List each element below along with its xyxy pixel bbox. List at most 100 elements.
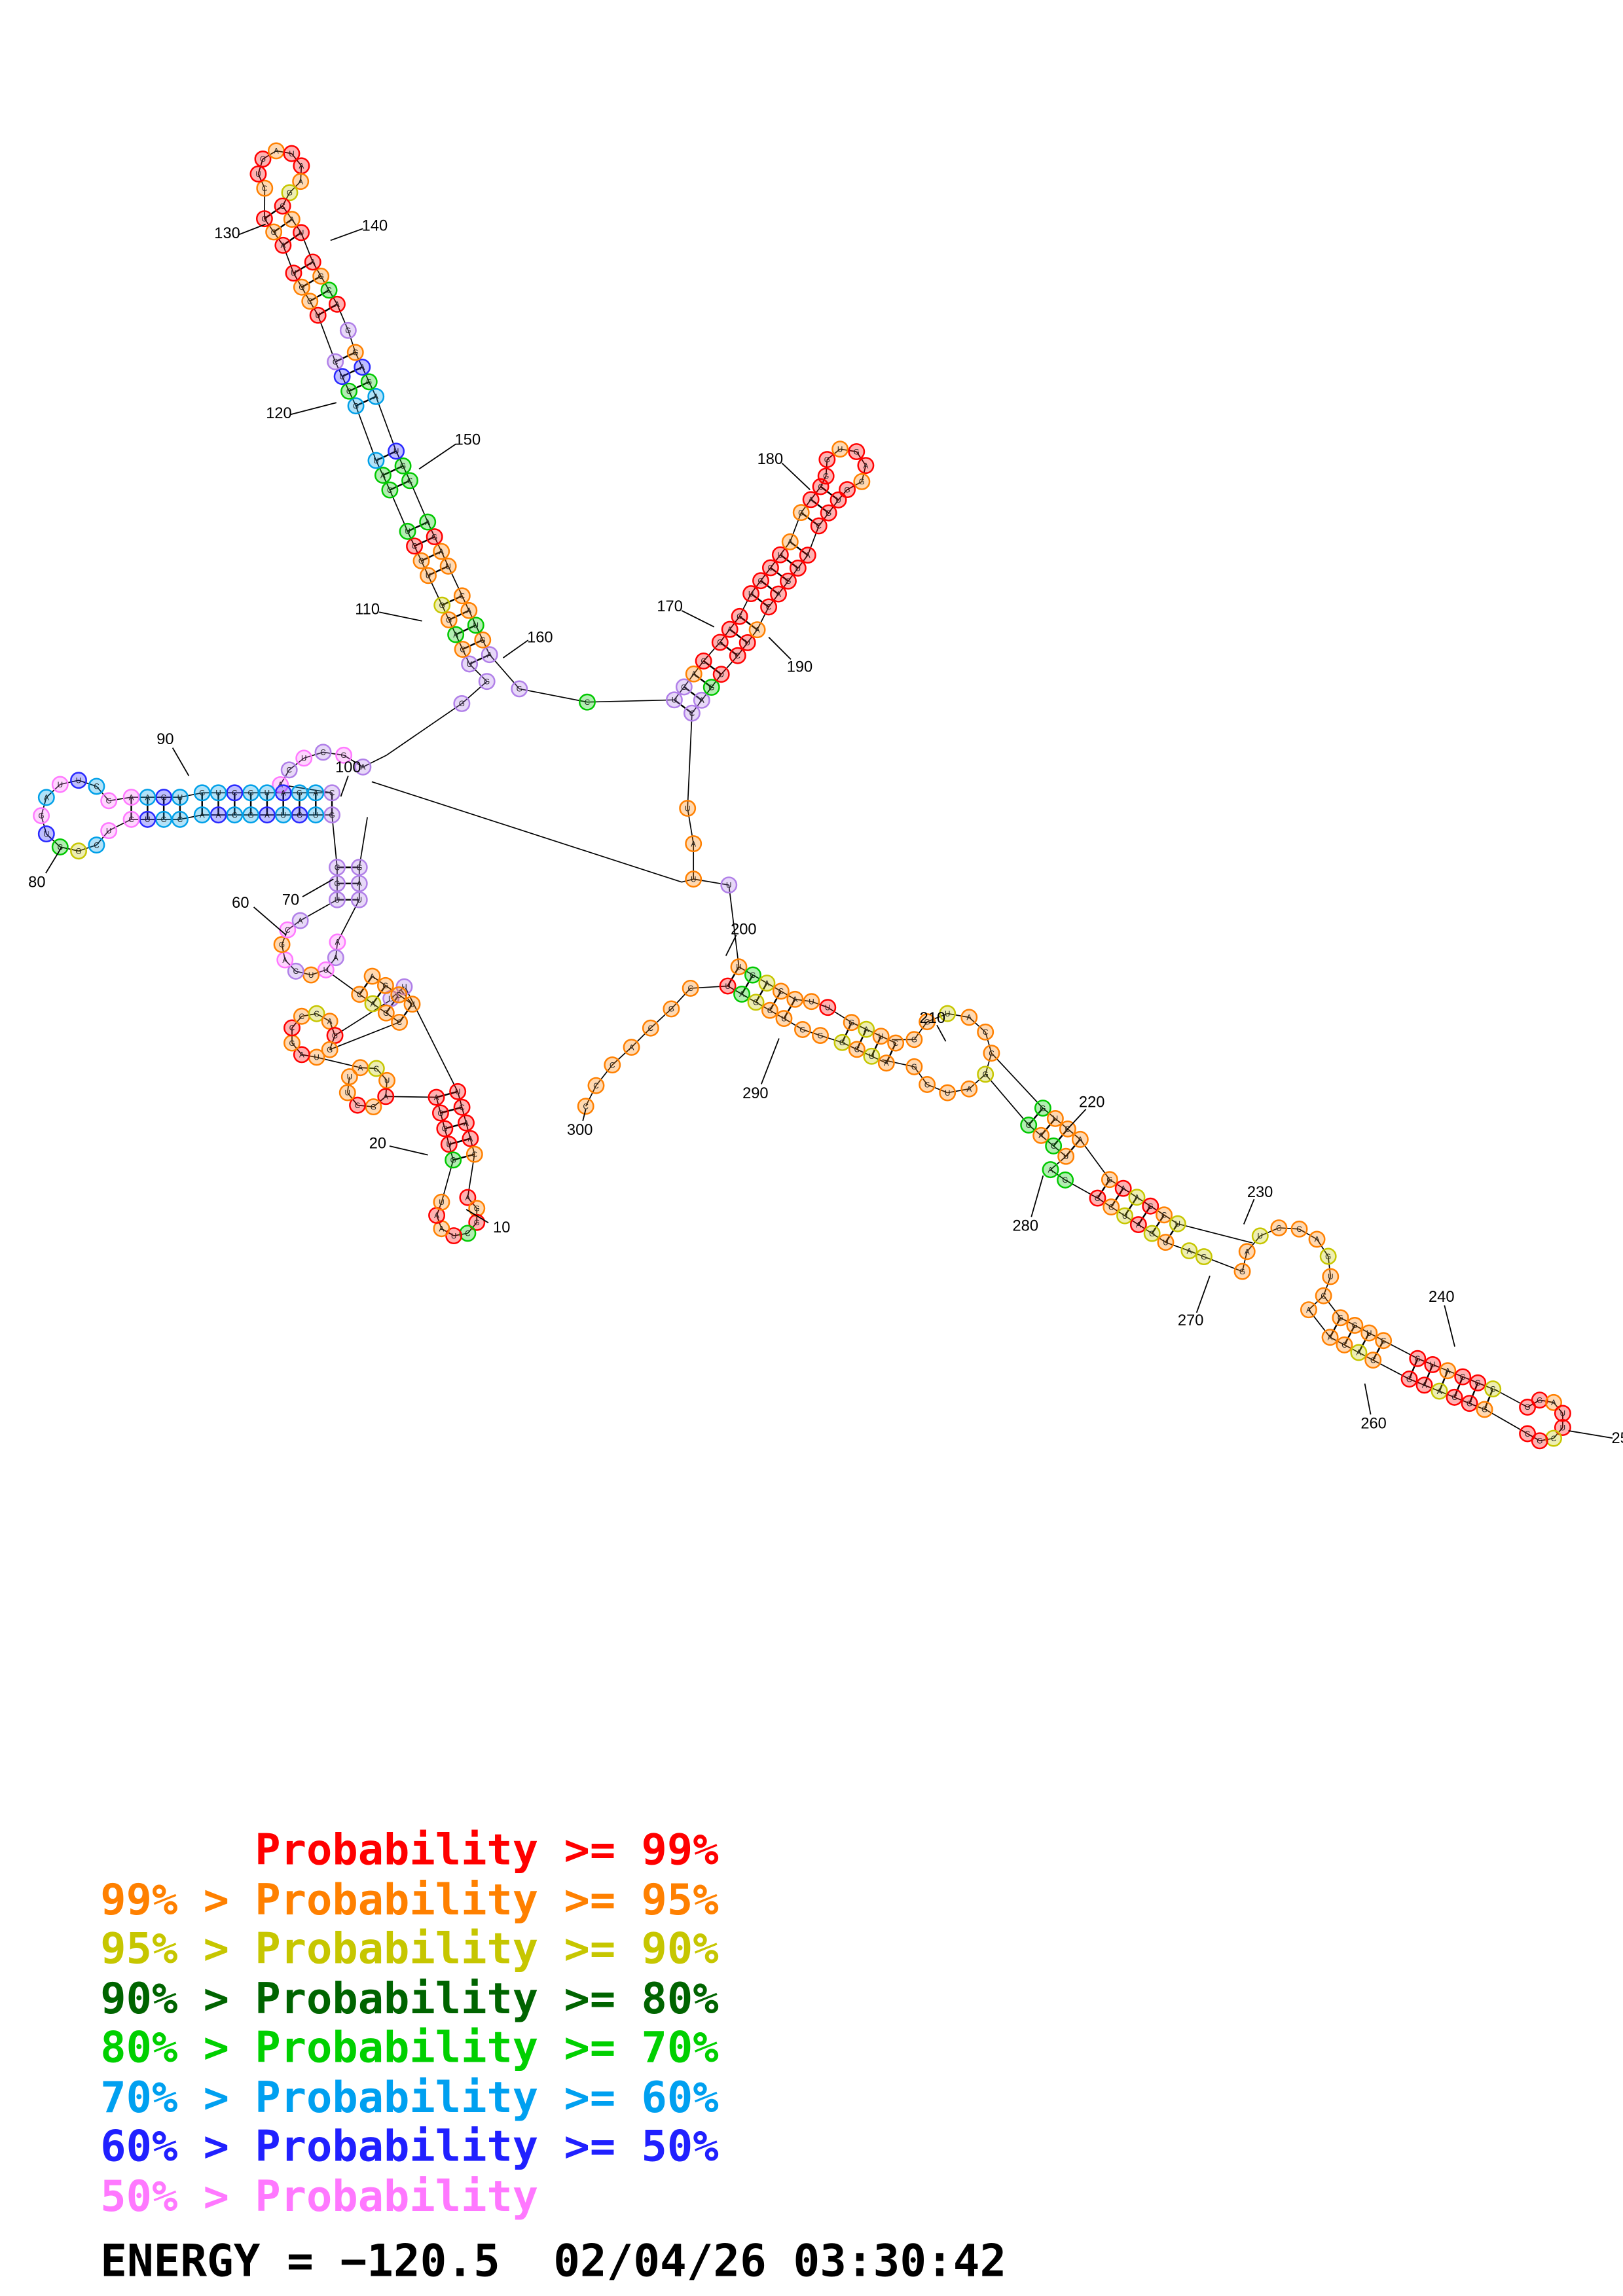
- base-letter: A: [380, 471, 386, 480]
- base-letter: G: [418, 557, 424, 565]
- base-letter: G: [260, 155, 266, 164]
- nucleotide: G: [511, 680, 528, 698]
- nucleotide: G: [436, 1120, 454, 1138]
- nucleotide: A: [447, 626, 465, 643]
- nucleotide: U: [789, 560, 807, 577]
- base-letter: A: [335, 939, 340, 947]
- base-letter: A: [44, 794, 49, 802]
- nucleotide: A: [748, 621, 766, 639]
- base-letter: C: [58, 843, 63, 852]
- base-letter: G: [924, 1018, 930, 1026]
- nucleotide: G: [905, 1031, 923, 1049]
- base-letter: A: [373, 393, 378, 401]
- position-label: 240: [1429, 1289, 1454, 1306]
- nucleotide: C: [454, 641, 471, 658]
- base-letter: G: [753, 999, 759, 1007]
- nucleotide: C: [327, 353, 344, 370]
- nucleotide: G: [335, 746, 353, 764]
- nucleotide: U: [1251, 1227, 1269, 1245]
- base-letter: G: [845, 486, 850, 494]
- nucleotide: C: [812, 478, 830, 495]
- position-label: 270: [1178, 1312, 1203, 1329]
- position-label: 60: [232, 895, 249, 912]
- base-letter: G: [681, 683, 687, 692]
- base-letter: C: [766, 603, 771, 612]
- nucleotide: U: [1424, 1355, 1442, 1373]
- nucleotide: C: [381, 481, 399, 499]
- nucleotide: U: [338, 1084, 356, 1102]
- base-letter: U: [685, 804, 690, 813]
- base-letter: A: [145, 793, 150, 802]
- base-letter: U: [315, 312, 320, 320]
- nucleotide: C: [604, 1056, 621, 1074]
- nucleotide: C: [453, 587, 471, 605]
- base-letter: G: [382, 982, 388, 990]
- base-letter: G: [1325, 1253, 1331, 1261]
- position-label: 170: [657, 598, 682, 615]
- nucleotide: U: [258, 784, 276, 802]
- label-leader-line: [936, 1024, 947, 1042]
- nucleotide: A: [1114, 1179, 1132, 1197]
- base-letter: A: [370, 973, 375, 981]
- label-leader-line: [781, 462, 811, 490]
- nucleotide: U: [433, 1193, 450, 1211]
- position-label: 150: [455, 431, 481, 448]
- label-leader-line: [238, 223, 266, 236]
- nucleotide: G: [323, 806, 341, 824]
- nucleotide: U: [739, 634, 756, 651]
- base-letter: G: [484, 677, 490, 686]
- base-letter: G: [459, 700, 465, 708]
- nucleotide: G: [752, 572, 769, 590]
- nucleotide: C: [977, 1023, 994, 1041]
- nucleotide: A: [462, 1130, 479, 1147]
- nucleotide: C: [459, 1225, 477, 1242]
- base-letter: U: [345, 1089, 350, 1098]
- base-letter: G: [1475, 1379, 1481, 1388]
- base-letter: G: [297, 789, 302, 798]
- base-letter: A: [465, 1194, 470, 1202]
- base-letter: A: [755, 626, 760, 634]
- nucleotide: A: [1128, 1189, 1146, 1206]
- base-letter: U: [473, 622, 479, 630]
- nucleotide: C: [1375, 1332, 1393, 1350]
- base-letter: G: [817, 1031, 823, 1040]
- base-letter: C: [285, 926, 290, 935]
- label-leader-line: [172, 747, 190, 776]
- nucleotide: A: [858, 1020, 875, 1038]
- nucleotide: C: [226, 806, 244, 824]
- nucleotide: G: [100, 792, 118, 810]
- base-letter: C: [459, 1103, 464, 1112]
- base-letter: A: [1328, 1333, 1333, 1342]
- nucleotide: C: [51, 838, 69, 855]
- base-letter: C: [387, 486, 392, 495]
- nucleotide: G: [747, 994, 765, 1011]
- nucleotide: G: [321, 1041, 338, 1058]
- nucleotide: C: [367, 1060, 385, 1077]
- base-letter: A: [765, 979, 770, 988]
- nucleotide: G: [376, 977, 394, 994]
- base-letter: G: [439, 601, 445, 610]
- nucleotide: G: [474, 631, 492, 649]
- nucleotide: C: [390, 986, 408, 1003]
- nucleotide: G: [1101, 1171, 1118, 1189]
- nucleotide: A: [459, 1189, 477, 1206]
- nucleotide: G: [242, 806, 260, 824]
- base-letter: U: [1560, 1410, 1565, 1418]
- base-letter: A: [335, 300, 340, 309]
- base-letter: G: [39, 812, 45, 821]
- base-letter: G: [442, 1125, 448, 1134]
- nucleotide: A: [354, 758, 372, 776]
- base-letter: G: [345, 327, 351, 335]
- base-letter: A: [884, 1060, 889, 1068]
- nucleotide: A: [460, 601, 478, 619]
- nucleotide: C: [1270, 1219, 1288, 1236]
- base-letter: U: [373, 457, 378, 465]
- nucleotide: C: [761, 559, 779, 577]
- base-letter: U: [308, 971, 314, 980]
- nucleotide: G: [273, 936, 291, 954]
- base-letter: G: [824, 456, 830, 464]
- base-letter: C: [293, 967, 299, 976]
- nucleotide: U: [70, 772, 87, 789]
- nucleotide: U: [771, 546, 789, 564]
- base-letter: A: [129, 793, 134, 802]
